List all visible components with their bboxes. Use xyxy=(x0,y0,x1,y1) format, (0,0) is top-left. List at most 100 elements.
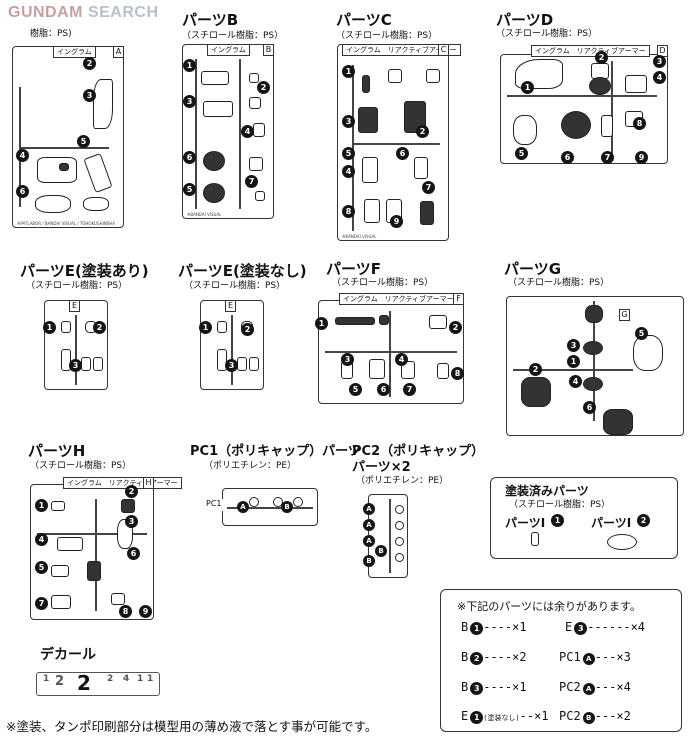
runner-pc2-badge-a2: A xyxy=(363,519,375,531)
runner-pc1: PC1 A B xyxy=(203,488,318,526)
section-g-title: パーツG xyxy=(504,260,562,278)
runner-a-badge-4: 4 xyxy=(16,149,29,162)
runner-d-tag: イングラム リアクティブアーマー xyxy=(531,45,650,57)
runner-c-badge-4: 4 xyxy=(342,165,355,178)
section-pc2-title: PC2（ポリキャップ） xyxy=(352,444,485,459)
runner-a-badge-2: 2 xyxy=(83,57,96,70)
runner-c-footer: ※BANDAI VISUAL xyxy=(342,234,377,239)
decal-title: デカール xyxy=(40,647,96,663)
runner-e2-badge-2: 2 xyxy=(241,323,254,336)
runner-d-badge-5: 5 xyxy=(515,147,528,160)
section-f-title: パーツF xyxy=(326,260,381,278)
runner-b-badge-6: 6 xyxy=(183,151,196,164)
runner-f: イングラム リアクティブアーマー F 1 2 3 4 5 6 7 8 xyxy=(315,293,464,404)
section-pc1-title: PC1（ポリキャップ）パーツ xyxy=(190,444,361,459)
footnote: ※塗装、タンポ印刷部分は模型用の薄め液で落とす事が可能です。 xyxy=(6,719,378,734)
runner-h-tag: イングラム リアクティブアーマー xyxy=(63,477,182,489)
runner-e-painted: E 1 2 3 xyxy=(43,300,108,390)
runner-b-badge-2: 2 xyxy=(257,81,270,94)
painted-parts-box: 塗装済みパーツ （スチロール樹脂：PS） パーツI 1 パーツI 2 xyxy=(490,477,678,559)
runner-e1-letter: E xyxy=(69,300,80,312)
watermark-brand: GUNDAM SEARCH xyxy=(0,0,170,26)
section-b-sub: （スチロール樹脂：PS） xyxy=(182,31,284,41)
runner-g: G 3 1 5 2 4 6 xyxy=(506,296,684,436)
runner-d-badge-2: 2 xyxy=(595,51,608,64)
runner-g-badge-2: 2 xyxy=(529,363,542,376)
section-e1-sub: （スチロール樹脂：PS） xyxy=(26,281,128,291)
runner-b: イングラム B 1 3 2 4 6 5 7 ※BANDAI VISUAL xyxy=(182,44,274,219)
runner-pc2-badge-b1: B xyxy=(375,545,387,557)
decal-sheet: 1 2 2 2 4 1 1 xyxy=(36,671,160,696)
runner-c-badge-1: 1 xyxy=(342,65,355,78)
decal-digit-5: 4 xyxy=(123,674,130,684)
decal-digit-2: 2 xyxy=(55,674,65,689)
painted-title: 塗装済みパーツ xyxy=(505,484,589,498)
runner-a-letter: A xyxy=(113,46,124,58)
runner-h-badge-8: 8 xyxy=(119,605,132,618)
decal-digit-7: 1 xyxy=(147,674,154,684)
runner-c-badge-5: 5 xyxy=(342,147,355,160)
painted-item1-label: パーツI xyxy=(505,516,546,530)
runner-f-badge-7: 7 xyxy=(403,383,416,396)
runner-pc2: A A A B B xyxy=(363,494,408,578)
runner-h-badge-3: 3 xyxy=(125,515,138,528)
runner-b-letter: B xyxy=(263,44,274,56)
runner-b-badge-5: 5 xyxy=(183,183,196,196)
runner-c-badge-3: 3 xyxy=(342,115,355,128)
painted-item2-label: パーツI xyxy=(591,516,632,530)
runner-a-badge-6: 6 xyxy=(16,185,29,198)
painted-item1-badge: 1 xyxy=(551,514,564,527)
runner-h-badge-6: 6 xyxy=(127,547,140,560)
runner-b-badge-1: 1 xyxy=(183,59,196,72)
section-d-sub: （スチロール樹脂：PS） xyxy=(496,29,598,39)
runner-a-badge-3: 3 xyxy=(83,89,96,102)
runner-f-badge-3: 3 xyxy=(341,353,354,366)
runner-d-badge-6: 6 xyxy=(561,151,574,164)
runner-pc2-badge-a1: A xyxy=(363,503,375,515)
runner-d-badge-1: 1 xyxy=(521,81,534,94)
decal-digit-4: 2 xyxy=(107,674,114,684)
runner-b-badge-7: 7 xyxy=(245,175,258,188)
runner-b-badge-4: 4 xyxy=(241,125,254,138)
runner-d: イングラム リアクティブアーマー D 2 3 4 1 8 5 6 7 9 xyxy=(500,45,668,164)
decal-digit-1: 1 xyxy=(43,674,50,684)
runner-pc1-badge-a: A xyxy=(237,501,249,513)
runner-h-badge-7: 7 xyxy=(35,597,48,610)
runner-d-badge-4: 4 xyxy=(653,71,666,84)
section-f-sub: （スチロール樹脂：PS） xyxy=(332,278,434,288)
runner-h-letter: H xyxy=(143,477,154,489)
runner-g-badge-1: 1 xyxy=(567,355,580,368)
runner-c-badge-2: 2 xyxy=(416,125,429,138)
section-pc2-title2: パーツ×2 xyxy=(352,460,411,475)
runner-h-badge-9: 9 xyxy=(139,605,152,618)
decal-digit-3: 2 xyxy=(77,671,91,695)
section-h-title: パーツH xyxy=(28,442,86,460)
runner-f-badge-6: 6 xyxy=(377,383,390,396)
section-pc2-sub: （ポリエチレン：PE） xyxy=(356,476,449,486)
runner-e-unpainted: E 1 2 3 xyxy=(199,300,264,390)
section-e1-title: パーツE(塗装あり) xyxy=(20,262,149,280)
brand-text: GUNDAM SEARCH xyxy=(8,4,159,21)
runner-g-badge-6: 6 xyxy=(583,401,596,414)
runner-f-tag: イングラム リアクティブアーマー xyxy=(339,293,458,305)
runner-d-badge-9: 9 xyxy=(635,151,648,164)
section-e2-sub: （スチロール樹脂：PS） xyxy=(184,281,286,291)
runner-h-badge-5: 5 xyxy=(35,561,48,574)
runner-c-badge-8: 8 xyxy=(342,205,355,218)
section-e2-title: パーツE(塗装なし) xyxy=(178,262,307,280)
runner-f-letter: F xyxy=(453,293,464,305)
runner-e1-badge-2: 2 xyxy=(93,321,106,334)
runner-g-badge-5: 5 xyxy=(635,327,648,340)
runner-e1-badge-3: 3 xyxy=(69,359,82,372)
runner-b-footer: ※BANDAI VISUAL xyxy=(187,212,222,217)
runner-f-badge-8: 8 xyxy=(451,367,464,380)
runner-c-letter: C xyxy=(438,44,449,56)
section-h-sub: （スチロール樹脂：PS） xyxy=(30,461,132,471)
